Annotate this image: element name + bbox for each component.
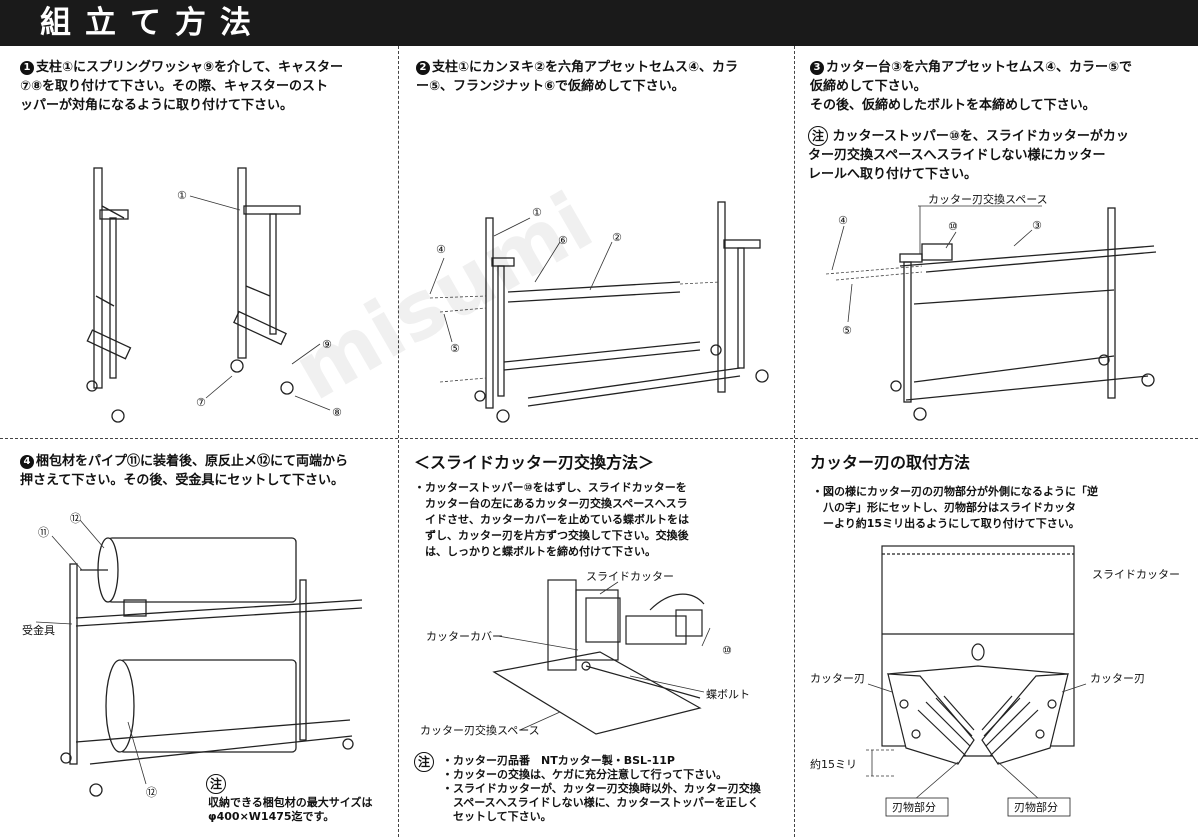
header-bar: 組立て方法: [0, 0, 1198, 46]
label-slide-cutter: スライドカッター: [1092, 568, 1180, 581]
divider: [794, 46, 795, 837]
divider: [398, 46, 399, 837]
step1-diagram: ① ⑨ ⑦ ⑧: [86, 167, 342, 423]
label-caster7: ⑦: [196, 396, 206, 409]
label-table: ③: [1032, 219, 1042, 232]
label-stopper-bottom: ⑫: [146, 786, 157, 799]
step2-diagram: ① ② ④ ⑤ ⑥: [429, 201, 769, 423]
divider: [0, 438, 1198, 439]
blade-title: カッター刃の取付方法: [810, 453, 971, 472]
blade-panel: カッター刃の取付方法 ・図の様にカッター刃の刃物部分が外側になるように「逆 八の…: [796, 440, 1198, 837]
label-edge-left: 刃物部分: [892, 800, 936, 814]
step-number-badge: 1: [20, 61, 34, 75]
exchange-notes: ・カッター刃品番 NTカッター製・BSL-11P ・カッターの交換は、ケガに充分…: [442, 754, 761, 823]
label-bolt: ④: [436, 243, 446, 256]
label-space: カッター刃交換スペース: [420, 723, 540, 737]
exchange-panel: ＜スライドカッター刃交換方法＞ ・カッターストッパー⑩をはずし、スライドカッター…: [400, 440, 794, 837]
label-pipe: ⑪: [38, 526, 49, 539]
label-stopper-top: ⑫: [70, 512, 81, 525]
label-washer: ⑨: [322, 338, 332, 351]
label-bracket: 受金具: [22, 623, 55, 637]
exchange-title: ＜スライドカッター刃交換方法＞: [414, 453, 655, 472]
step-number-badge: 2: [416, 61, 430, 75]
label-protrusion: 約15ミリ: [810, 757, 857, 771]
exchange-diagram: スライドカッター カッターカバー ⑩ 蝶ボルト カッター刃交換スペース: [420, 570, 750, 737]
label-blade-left: カッター刃: [810, 672, 865, 685]
label-collar: ⑤: [842, 324, 852, 337]
label-space: カッター刃交換スペース: [928, 192, 1048, 206]
label-cover: カッターカバー: [426, 630, 503, 643]
label-edge-right: 刃物部分: [1014, 800, 1058, 814]
edge-right-box: [1007, 797, 1071, 817]
label-wing-bolt: 蝶ボルト: [706, 687, 750, 701]
label-stopper: ⑩: [948, 220, 958, 233]
exchange-instruction: ・カッターストッパー⑩をはずし、スライドカッターを カッター台の左にあるカッター…: [414, 481, 689, 558]
step3-diagram: カッター刃交換スペース ⑩ ③ ④ ⑤: [825, 192, 1157, 421]
step-number-badge: 3: [810, 61, 824, 75]
label-bolt: ④: [838, 214, 848, 227]
page-title: 組立て方法: [40, 5, 265, 41]
label-blade-right: カッター刃: [1090, 672, 1145, 685]
step4-note-badge: 注: [206, 774, 226, 794]
edge-left-box: [885, 797, 949, 817]
label-post: ①: [177, 189, 187, 202]
step4-note: 収納できる梱包材の最大サイズは φ400×W1475迄です。: [208, 796, 373, 823]
step3-note: 注 カッターストッパー⑩を、スライドカッターがカッ ター刃交換スペースへスライド…: [808, 126, 1194, 184]
label-caster8: ⑧: [332, 406, 342, 419]
step4-diagram: ⑫ ⑪ 受金具 ⑫: [22, 512, 363, 799]
step-number-badge: 4: [20, 455, 34, 469]
label-nut: ⑥: [558, 234, 568, 247]
exchange-note-badge: 注: [414, 752, 434, 772]
label-stopper: ⑩: [722, 644, 732, 657]
label-post: ①: [532, 206, 542, 219]
blade-diagram: スライドカッター カッター刃 カッター刃 約15ミリ 刃物部分 刃物部分: [810, 545, 1180, 817]
label-bar: ②: [612, 231, 622, 244]
label-collar: ⑤: [450, 342, 460, 355]
blade-instruction: ・図の様にカッター刃の刃物部分が外側になるように「逆 八の字」形にセットし、刃物…: [812, 485, 1098, 530]
label-slide-cutter: スライドカッター: [586, 570, 674, 583]
